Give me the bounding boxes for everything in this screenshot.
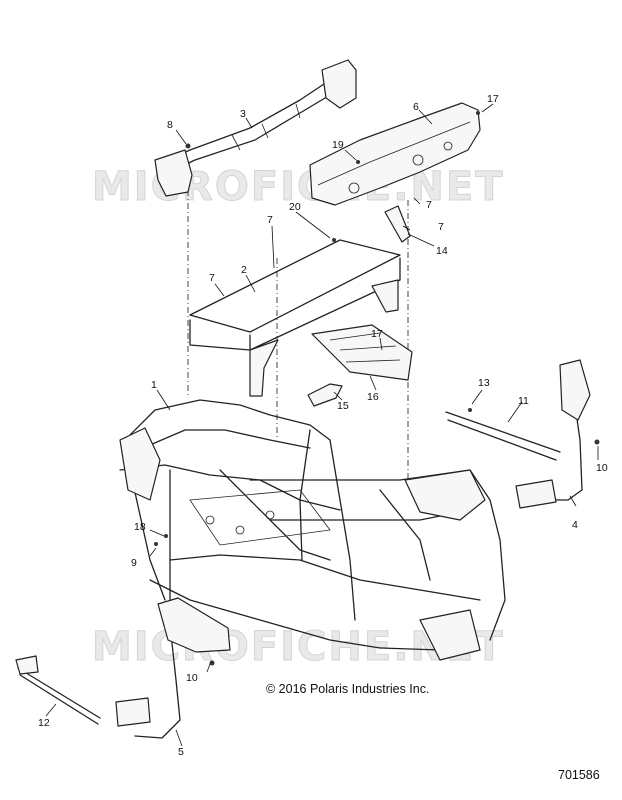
callout-7-rack-top: 7 [267, 214, 273, 226]
callout-12: 12 [38, 717, 50, 729]
callout-16: 16 [367, 391, 379, 403]
callout-9: 9 [131, 557, 137, 569]
part-3-upper-brace[interactable] [154, 59, 357, 197]
callout-14: 14 [436, 245, 448, 257]
callout-11: 11 [518, 395, 529, 407]
part-5-left-step[interactable] [115, 597, 231, 739]
fastener-9 [154, 542, 158, 546]
callout-6: 6 [413, 101, 419, 113]
part-12-left-rail[interactable] [15, 655, 101, 725]
copyright-notice: © 2016 Polaris Industries Inc. [266, 682, 430, 696]
diagram-number: 701586 [558, 768, 600, 782]
callout-1: 1 [151, 379, 157, 391]
bolt-10-left [209, 660, 215, 666]
callout-7-panel: 7 [426, 199, 432, 211]
callout-7-bracket: 7 [438, 221, 444, 233]
callout-3: 3 [240, 108, 246, 120]
part-4-right-step[interactable] [515, 359, 591, 509]
bolt-8 [185, 143, 191, 149]
fastener-18 [164, 534, 168, 538]
callout-10-left: 10 [186, 672, 198, 684]
callouts: 1 2 3 4 5 6 7 7 7 7 8 9 10 10 11 12 13 1… [38, 93, 608, 758]
callout-2: 2 [241, 264, 247, 276]
callout-15: 15 [337, 400, 349, 412]
callout-19: 19 [332, 139, 344, 151]
screw-20 [332, 238, 336, 242]
callout-10-right: 10 [596, 462, 608, 474]
screw-17-upper [476, 111, 480, 115]
callout-4: 4 [572, 519, 578, 531]
callout-13: 13 [478, 377, 490, 389]
callout-17-panel: 17 [487, 93, 499, 105]
part-11-right-rail[interactable] [445, 408, 561, 461]
part-1-main-chassis[interactable] [119, 399, 506, 661]
callout-5: 5 [178, 746, 184, 758]
part-14-bracket[interactable] [384, 205, 411, 243]
callout-20: 20 [289, 201, 301, 213]
callout-8: 8 [167, 119, 173, 131]
alignment-lines [187, 190, 409, 480]
callout-17-floor: 17 [371, 328, 383, 340]
callout-leaders [45, 103, 599, 747]
part-6-rear-panel[interactable] [309, 102, 481, 206]
part-16-floor-panel[interactable] [311, 324, 413, 381]
callout-7-rack-left: 7 [209, 272, 215, 284]
part-15-bracket[interactable] [307, 383, 343, 407]
fastener-19 [356, 160, 360, 164]
bolt-10-right [594, 439, 600, 445]
part-2-rack-frame[interactable] [189, 239, 401, 397]
callout-18: 18 [134, 521, 146, 533]
